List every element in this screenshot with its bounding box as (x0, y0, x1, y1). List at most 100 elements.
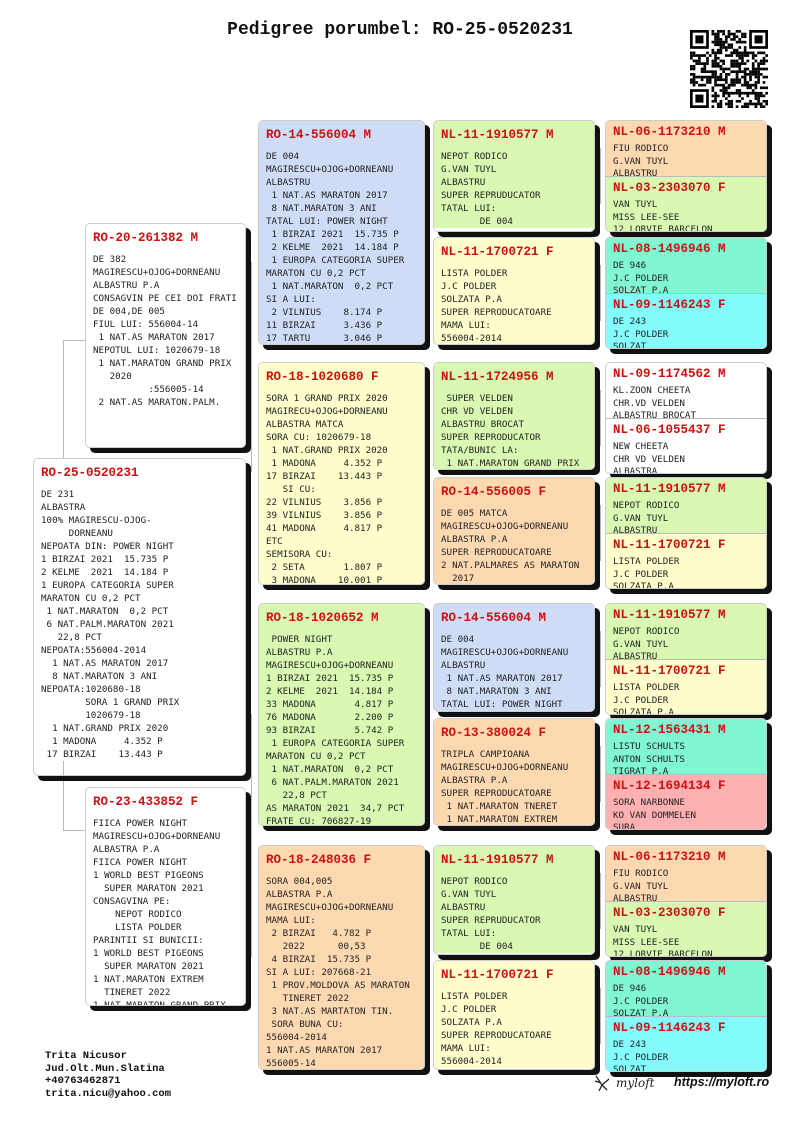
card-line: 39 VILNIUS 3.856 P (266, 510, 383, 521)
card-line: TRIPLA CAMPIOANA (441, 749, 530, 760)
card-line: G.VAN TUYL (441, 889, 497, 900)
card-line: 1 NAT.MARATON EXTREM (93, 974, 204, 985)
breeder-address: Jud.Olt.Mun.Slatina (45, 1062, 165, 1075)
card-line: DE 004 (441, 634, 475, 645)
card-line: FIICA POWER NIGHT (93, 818, 188, 829)
ring-number: RO-20-261382 M (93, 231, 199, 245)
card-line: TATAL LUI: POWER NIGHT (266, 216, 388, 227)
card-line: ALBASTRU (613, 893, 658, 901)
card-line: 1 MADONA 4.352 P (41, 736, 163, 747)
ring-number: NL-11-1700721 F (613, 538, 726, 552)
ring-number: NL-06-1173210 M (613, 850, 726, 864)
card-line: ALBASTRA (41, 502, 86, 513)
connector-line (251, 262, 252, 472)
card-line: CHR VD VELDEN (441, 406, 513, 417)
card-line: 1 BIRZAI 2021 15.735 P (266, 673, 394, 684)
connector-line (600, 148, 601, 204)
connector-line (600, 505, 601, 561)
card-line: G.VAN TUYL (613, 155, 669, 167)
card-line: MAMA LUI: (441, 1043, 491, 1054)
card-line: ALBASTRA P.A (93, 844, 160, 855)
card-line: MAMA LUI: (441, 320, 491, 331)
card-line: ALBASTRU BROCAT (613, 410, 696, 418)
card-line: AS MARATON 2021 34,7 PCT (266, 803, 405, 814)
card-line: NEPOTUL LUI: 1020679-18 (93, 345, 221, 356)
card-line: MISS LEE-SEE (613, 936, 680, 948)
card-line: 1 NAT.MARATON 0,2 PCT (266, 281, 394, 292)
ring-number: RO-18-248036 F (266, 853, 372, 867)
breeder-email[interactable]: trita.nicu@yahoo.com (45, 1087, 172, 1100)
card-line: SORA BUNA CU: (266, 1019, 344, 1030)
card-line: TATAL LUI: POWER NIGHT (441, 699, 563, 710)
ring-number: RO-23-433852 F (93, 795, 199, 809)
card-line: MARATON CU 0,2 PCT (266, 268, 366, 279)
connector-line (600, 988, 601, 1044)
card-line: SORA 004,005 (266, 876, 333, 887)
card-line: LISTU SCHULTS (613, 741, 685, 752)
card-line: ALBASTRU (613, 168, 658, 176)
card-line: ALBASTRU (441, 660, 486, 671)
card-line: ALBASTRU BROCAT (441, 419, 524, 430)
card-line: 6 NAT.PALM.MARATON 2021 (266, 777, 399, 788)
card-line: MAGIRESCU+OJOG+DORNEANU (441, 521, 569, 532)
ring-number: NL-11-1910577 M (441, 853, 554, 867)
card-line: ANTON SCHULTS (613, 753, 685, 765)
card-line: 17 TARTU 3.046 P (266, 333, 383, 344)
breeder-name: Trita Nicusor (45, 1050, 127, 1062)
card-line: POWER NIGHT (266, 634, 333, 645)
card-line: SUPER REPRODUCATOARE (441, 1030, 552, 1041)
card-line: SUPER VELDEN (441, 393, 513, 404)
card-line: SORA 1 GRAND PRIX (41, 697, 180, 708)
myloft-logo: myloft (593, 1073, 654, 1093)
card-line: 1 NAT.AS MARATON 2017 (266, 190, 388, 201)
card-line: J.C POLDER (613, 1051, 669, 1063)
card-line: 2022 00,53 (266, 941, 366, 952)
card-line: DE 004 (441, 216, 513, 227)
ring-number: NL-08-1496946 M (613, 965, 726, 979)
ring-number: NL-11-1910577 M (613, 482, 726, 496)
card-line: 22,8 PCT (41, 632, 102, 643)
connector-line (429, 176, 430, 291)
card-line: CONSAGVINA PE: (93, 896, 171, 907)
ring-number: NL-11-1910577 M (613, 608, 726, 622)
website-link[interactable]: https://myloft.ro (674, 1075, 770, 1089)
